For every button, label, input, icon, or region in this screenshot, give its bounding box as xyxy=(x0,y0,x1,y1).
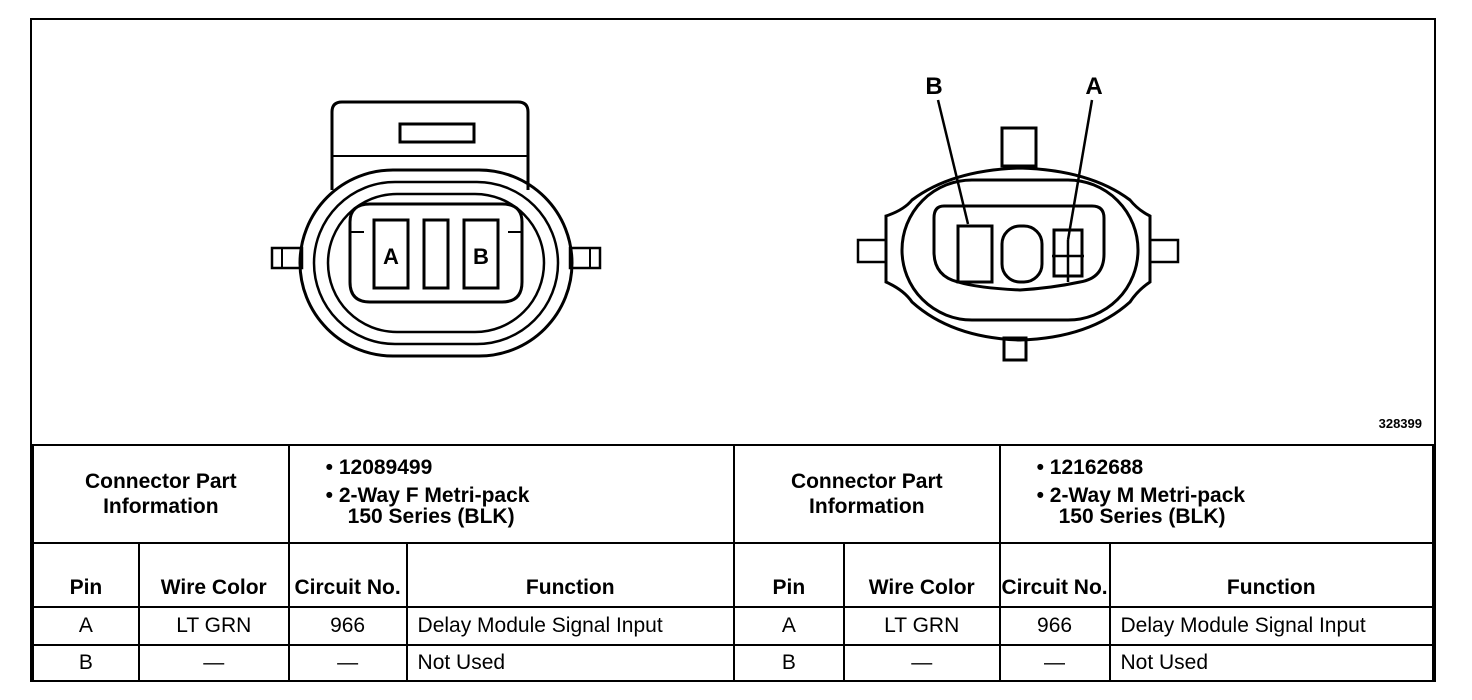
wire-color-cell: LT GRN xyxy=(842,606,1001,646)
wire-color-header-2: Wire Color xyxy=(842,542,1001,608)
pin-cell: B xyxy=(732,644,845,682)
connector-part-info-1: • 12089499 • 2-Way F Metri-pack 150 Seri… xyxy=(287,444,735,544)
female-cavity-label-a: A xyxy=(383,244,399,269)
function-cell: Not Used xyxy=(405,644,735,682)
male-callout-label-b: B xyxy=(925,73,942,100)
pin-header-1: Pin xyxy=(32,542,140,608)
female-connector-icon xyxy=(270,100,602,358)
circuit-cell: — xyxy=(287,644,408,682)
part-description-2: 2-Way M Metri-pack xyxy=(1049,484,1246,507)
connector-part-info-label-1: Connector Part Information xyxy=(32,444,290,544)
wire-color-cell: LT GRN xyxy=(137,606,290,646)
circuit-cell: 966 xyxy=(998,606,1111,646)
pin-cell: B xyxy=(32,644,140,682)
diagram-area: A B xyxy=(32,20,1434,444)
part-series-1: 150 Series (BLK) xyxy=(347,505,515,528)
circuit-cell: 966 xyxy=(287,606,408,646)
table-row: B — — Not Used B — — Not Used xyxy=(32,644,1434,682)
connector-info-table: Connector Part Information • 12089499 • … xyxy=(32,444,1435,682)
connector-diagrams: A B xyxy=(270,73,1180,362)
figure-number: 328399 xyxy=(1378,416,1422,431)
function-header-2: Function xyxy=(1108,542,1434,608)
circuit-cell: — xyxy=(998,644,1111,682)
wire-color-cell: — xyxy=(842,644,1001,682)
circuit-header-2: Circuit No. xyxy=(998,542,1111,608)
circuit-header-1: Circuit No. xyxy=(287,542,408,608)
pin-cell: A xyxy=(32,606,140,646)
wire-color-cell: — xyxy=(137,644,290,682)
function-header-1: Function xyxy=(405,542,735,608)
part-number-1: 12089499 xyxy=(338,456,433,479)
connector-part-info-2: • 12162688 • 2-Way M Metri-pack 150 Seri… xyxy=(998,444,1435,544)
wire-color-header-1: Wire Color xyxy=(137,542,290,608)
function-cell: Not Used xyxy=(1108,644,1434,682)
pin-cell: A xyxy=(732,606,845,646)
male-callout-label-a: A xyxy=(1085,73,1102,100)
male-connector-icon xyxy=(856,99,1180,362)
table-row: A LT GRN 966 Delay Module Signal Input A… xyxy=(32,606,1434,646)
function-cell: Delay Module Signal Input xyxy=(405,606,735,646)
part-series-2: 150 Series (BLK) xyxy=(1058,505,1226,528)
connector-part-info-label-2: Connector Part Information xyxy=(732,444,1001,544)
part-number-2: 12162688 xyxy=(1049,456,1144,479)
female-cavity-label-b: B xyxy=(473,244,489,269)
part-description-1: 2-Way F Metri-pack xyxy=(338,484,530,507)
pin-header-2: Pin xyxy=(732,542,845,608)
connector-end-view-frame: A B xyxy=(30,18,1436,682)
function-cell: Delay Module Signal Input xyxy=(1108,606,1434,646)
